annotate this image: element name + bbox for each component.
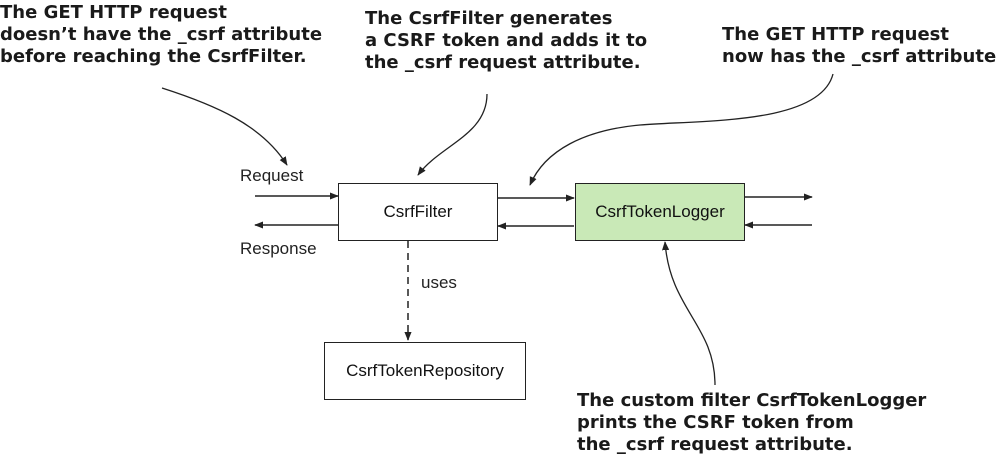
callout-filter-generates: The CsrfFilter generates a CSRF token an… [365, 8, 648, 73]
csrf-filter-box: CsrfFilter [338, 183, 498, 241]
callout-curve-logger-prints [662, 241, 716, 386]
callout-get-request-after: The GET HTTP request now has the _csrf a… [722, 24, 996, 67]
uses-label: uses [421, 273, 457, 292]
csrf-token-logger-box: CsrfTokenLogger [575, 183, 745, 241]
request-label: Request [240, 166, 304, 185]
csrf-token-repository-box: CsrfTokenRepository [324, 342, 526, 400]
callout-logger-prints: The custom filter CsrfTokenLogger prints… [577, 390, 927, 455]
callout-get-request-before: The GET HTTP request doesn’t have the _c… [0, 2, 323, 67]
response-label: Response [240, 239, 317, 258]
callout-curve-get-before [161, 87, 288, 166]
callout-curve-get-after [529, 73, 834, 186]
callout-curve-filter-generates [417, 93, 488, 176]
